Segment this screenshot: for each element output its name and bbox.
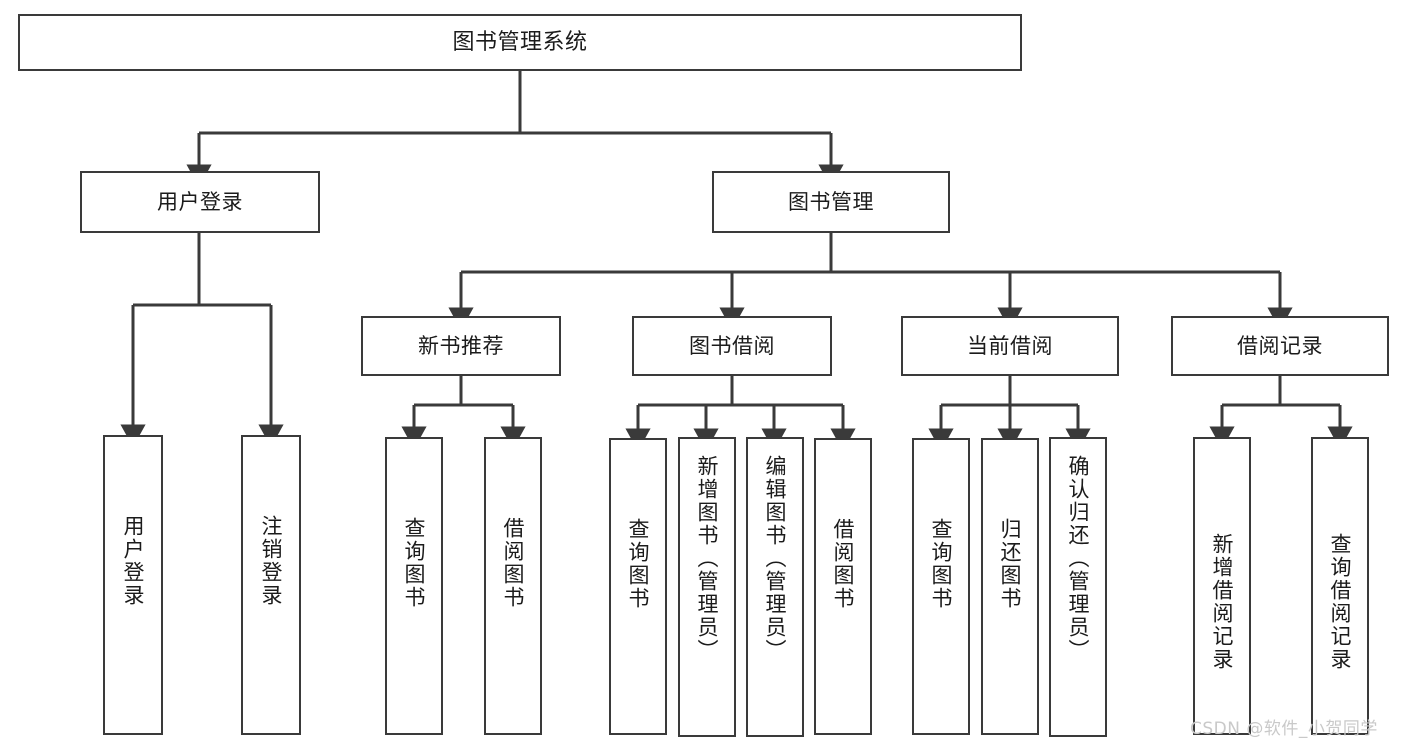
node-label: 借阅图书 (501, 517, 526, 609)
node-user-login[interactable]: 用户登录 (80, 171, 320, 233)
leaf-borrow-book[interactable]: 借阅图书 (814, 438, 872, 735)
node-label: 新增图书（管理员） (695, 455, 720, 662)
node-label: 图书管理 (788, 189, 874, 214)
node-label: 借阅记录 (1237, 333, 1323, 358)
leaf-edit-book-admin[interactable]: 编辑图书（管理员） (746, 437, 804, 737)
leaf-user-login[interactable]: 用户登录 (103, 435, 163, 735)
leaf-query-book-borrow[interactable]: 查询图书 (609, 438, 667, 735)
node-label: 当前借阅 (967, 333, 1053, 358)
node-label: 确认归还（管理员） (1066, 455, 1091, 662)
leaf-query-book-recommend[interactable]: 查询图书 (385, 437, 443, 735)
leaf-add-borrow-record[interactable]: 新增借阅记录 (1193, 437, 1251, 735)
leaf-query-book-current[interactable]: 查询图书 (912, 438, 970, 735)
node-book-borrowing[interactable]: 图书借阅 (632, 316, 832, 376)
leaf-borrow-book-recommend[interactable]: 借阅图书 (484, 437, 542, 735)
node-label: 查询图书 (626, 518, 651, 610)
node-label: 编辑图书（管理员） (763, 455, 788, 662)
leaf-return-book[interactable]: 归还图书 (981, 438, 1039, 735)
node-label: 用户登录 (157, 189, 243, 214)
leaf-add-book-admin[interactable]: 新增图书（管理员） (678, 437, 736, 737)
node-label: 注销登录 (259, 515, 284, 607)
node-book-management[interactable]: 图书管理 (712, 171, 950, 233)
node-label: 借阅图书 (831, 518, 856, 610)
node-label: 查询借阅记录 (1328, 533, 1353, 671)
leaf-confirm-return-admin[interactable]: 确认归还（管理员） (1049, 437, 1107, 737)
node-label: 查询图书 (402, 517, 427, 609)
leaf-query-borrow-record[interactable]: 查询借阅记录 (1311, 437, 1369, 735)
csdn-watermark: CSDN @软件_小贺同学 (1190, 719, 1378, 739)
node-borrowing-record[interactable]: 借阅记录 (1171, 316, 1389, 376)
node-label: 新增借阅记录 (1210, 533, 1235, 671)
node-root-book-management-system[interactable]: 图书管理系统 (18, 14, 1022, 71)
node-label: 图书借阅 (689, 333, 775, 358)
node-label: 图书管理系统 (452, 29, 588, 55)
node-label: 归还图书 (998, 518, 1023, 610)
leaf-logout[interactable]: 注销登录 (241, 435, 301, 735)
node-current-borrowing[interactable]: 当前借阅 (901, 316, 1119, 376)
node-label: 查询图书 (929, 518, 954, 610)
node-new-book-recommendation[interactable]: 新书推荐 (361, 316, 561, 376)
node-label: 新书推荐 (418, 333, 504, 358)
node-label: 用户登录 (121, 515, 146, 607)
